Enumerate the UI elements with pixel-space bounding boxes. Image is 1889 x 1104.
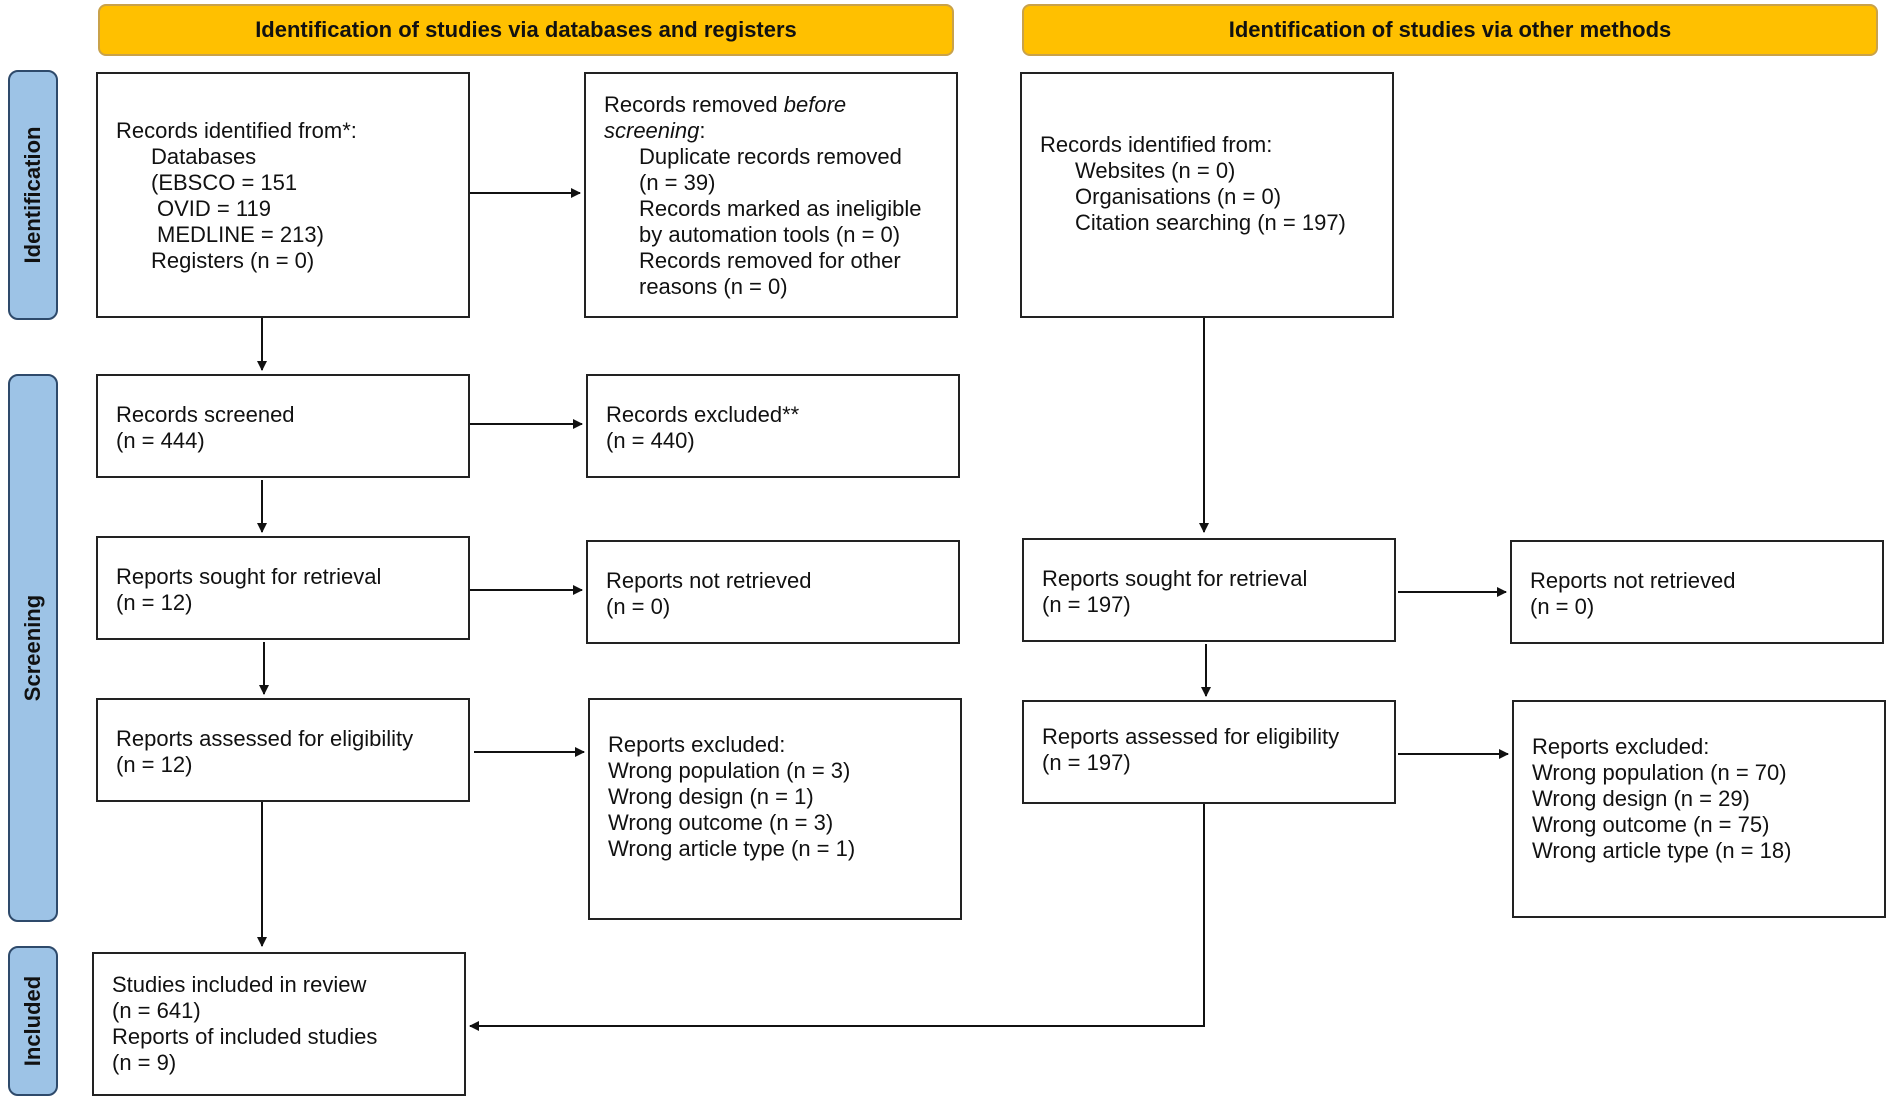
records-excluded-count: (n = 440) [606,428,695,453]
reports-sought-count: (n = 12) [116,590,193,615]
ebsco-count: (EBSCO = 151 [151,170,298,195]
medline-count: MEDLINE = 213) [157,222,324,247]
ineligible-count: by automation tools (n = 0) [639,222,901,247]
box-records-identified-db: Records identified from*: Databases (EBS… [96,72,470,318]
studies-included-count: (n = 641) [112,998,201,1023]
records-identified-other-title: Records identified from: [1040,132,1273,157]
records-removed-title: Records removed before [604,92,847,117]
box-reports-sought-other: Reports sought for retrieval (n = 197) [1022,538,1396,642]
phase-included: Included [8,946,58,1096]
header-databases: Identification of studies via databases … [98,4,954,56]
wrong-article-type-other: Wrong article type (n = 18) [1532,838,1792,863]
duplicates-count: (n = 39) [639,170,716,195]
box-reports-sought-db: Reports sought for retrieval (n = 12) [96,536,470,640]
organisations-count: Organisations (n = 0) [1075,184,1282,209]
records-screened-count: (n = 444) [116,428,205,453]
databases-label: Databases [151,144,257,169]
reports-included-title: Reports of included studies [112,1024,378,1049]
reports-not-retrieved-other-count: (n = 0) [1530,594,1595,619]
registers-count: Registers (n = 0) [151,248,315,273]
phase-screening: Screening [8,374,58,922]
reports-not-retrieved-count: (n = 0) [606,594,671,619]
reports-not-retrieved-title: Reports not retrieved [606,568,812,593]
ovid-count: OVID = 119 [157,196,271,221]
box-reports-assessed-db: Reports assessed for eligibility (n = 12… [96,698,470,802]
reports-assessed-other-count: (n = 197) [1042,750,1131,775]
box-studies-included: Studies included in review (n = 641) Rep… [92,952,466,1096]
wrong-design-other: Wrong design (n = 29) [1532,786,1750,811]
header-other-methods: Identification of studies via other meth… [1022,4,1878,56]
box-reports-not-retrieved-db: Reports not retrieved (n = 0) [586,540,960,644]
box-records-identified-other: Records identified from: Websites (n = 0… [1020,72,1394,318]
records-removed-subtitle: screening: [604,118,706,143]
wrong-outcome: Wrong outcome (n = 3) [608,810,834,835]
box-reports-not-retrieved-other: Reports not retrieved (n = 0) [1510,540,1884,644]
reports-assessed-count: (n = 12) [116,752,193,777]
wrong-outcome-other: Wrong outcome (n = 75) [1532,812,1770,837]
box-records-removed: Records removed before screening: Duplic… [584,72,958,318]
reports-not-retrieved-other-title: Reports not retrieved [1530,568,1736,593]
websites-count: Websites (n = 0) [1075,158,1236,183]
reports-excluded-title: Reports excluded: [608,732,786,757]
ineligible-label: Records marked as ineligible [639,196,922,221]
box-reports-excluded-db: Reports excluded: Wrong population (n = … [588,698,962,920]
other-reasons-label: Records removed for other [639,248,901,273]
wrong-population-other: Wrong population (n = 70) [1532,760,1787,785]
wrong-population: Wrong population (n = 3) [608,758,851,783]
citation-searching-count: Citation searching (n = 197) [1075,210,1346,235]
records-screened-title: Records screened [116,402,295,427]
reports-included-count: (n = 9) [112,1050,177,1075]
wrong-article-type: Wrong article type (n = 1) [608,836,856,861]
wrong-design: Wrong design (n = 1) [608,784,814,809]
other-reasons-count: reasons (n = 0) [639,274,788,299]
reports-excluded-other-title: Reports excluded: [1532,734,1710,759]
reports-assessed-other-title: Reports assessed for eligibility [1042,724,1340,749]
reports-sought-title: Reports sought for retrieval [116,564,382,589]
duplicates-label: Duplicate records removed [639,144,902,169]
phase-identification: Identification [8,70,58,320]
box-records-excluded: Records excluded** (n = 440) [586,374,960,478]
reports-sought-other-count: (n = 197) [1042,592,1131,617]
arrow-other-assessed-to-included [469,804,1205,1031]
reports-sought-other-title: Reports sought for retrieval [1042,566,1308,591]
records-excluded-title: Records excluded** [606,402,800,427]
studies-included-title: Studies included in review [112,972,367,997]
box-reports-assessed-other: Reports assessed for eligibility (n = 19… [1022,700,1396,804]
box-reports-excluded-other: Reports excluded: Wrong population (n = … [1512,700,1886,918]
box-records-screened: Records screened (n = 444) [96,374,470,478]
records-identified-title: Records identified from*: [116,118,357,143]
reports-assessed-title: Reports assessed for eligibility [116,726,414,751]
